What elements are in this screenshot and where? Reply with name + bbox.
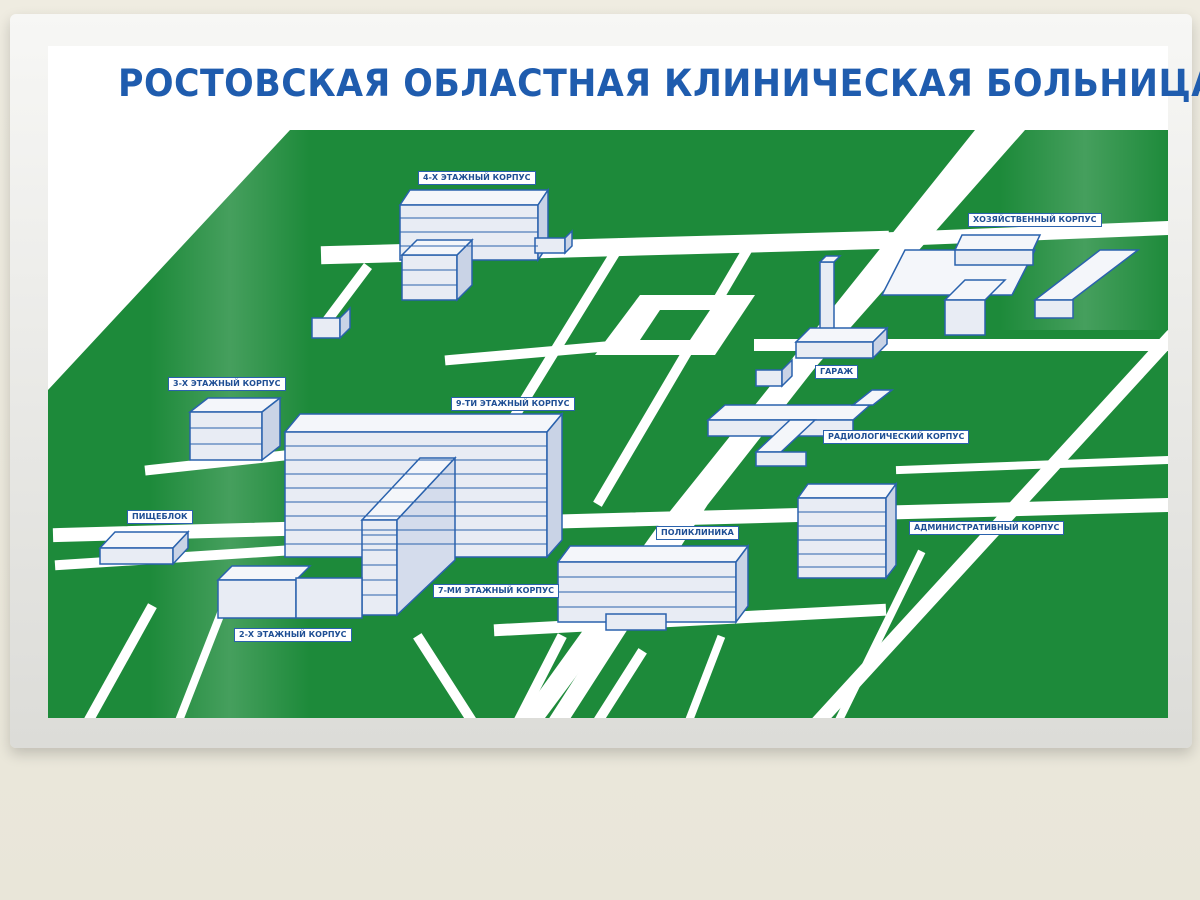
label-2-storey: 2-Х ЭТАЖНЫЙ КОРПУС <box>234 628 352 642</box>
label-7-storey: 7-МИ ЭТАЖНЫЙ КОРПУС <box>433 584 560 598</box>
building-3-storey <box>187 396 283 462</box>
glass-reflection-2 <box>1000 130 1168 330</box>
label-polyclinic: ПОЛИКЛИНИКА <box>656 526 739 540</box>
building-polyclinic <box>556 543 750 631</box>
label-administrative: АДМИНИСТРАТИВНЫЙ КОРПУС <box>909 521 1065 535</box>
label-4-storey: 4-Х ЭТАЖНЫЙ КОРПУС <box>418 171 536 185</box>
building-kitchen <box>98 530 190 566</box>
page-title: РОСТОВСКАЯ ОБЛАСТНАЯ КЛИНИЧЕСКАЯ БОЛЬНИЦ… <box>118 62 1200 105</box>
label-9-storey: 9-ТИ ЭТАЖНЫЙ КОРПУС <box>451 397 575 411</box>
label-kitchen: ПИЩЕБЛОК <box>127 510 193 524</box>
plaza-center <box>640 310 710 340</box>
building-utility <box>880 234 1141 336</box>
building-2-storey <box>216 565 363 619</box>
building-garage <box>755 255 889 388</box>
building-administrative <box>796 481 898 581</box>
label-radiology: РАДИОЛОГИЧЕСКИЙ КОРПУС <box>823 430 970 444</box>
label-3-storey: 3-Х ЭТАЖНЫЙ КОРПУС <box>168 377 286 391</box>
label-utility: ХОЗЯЙСТВЕННЫЙ КОРПУС <box>968 213 1102 227</box>
floor-lines <box>190 217 886 608</box>
building-radiology <box>706 389 895 467</box>
label-garage: ГАРАЖ <box>815 365 859 379</box>
buildings <box>98 187 1141 631</box>
